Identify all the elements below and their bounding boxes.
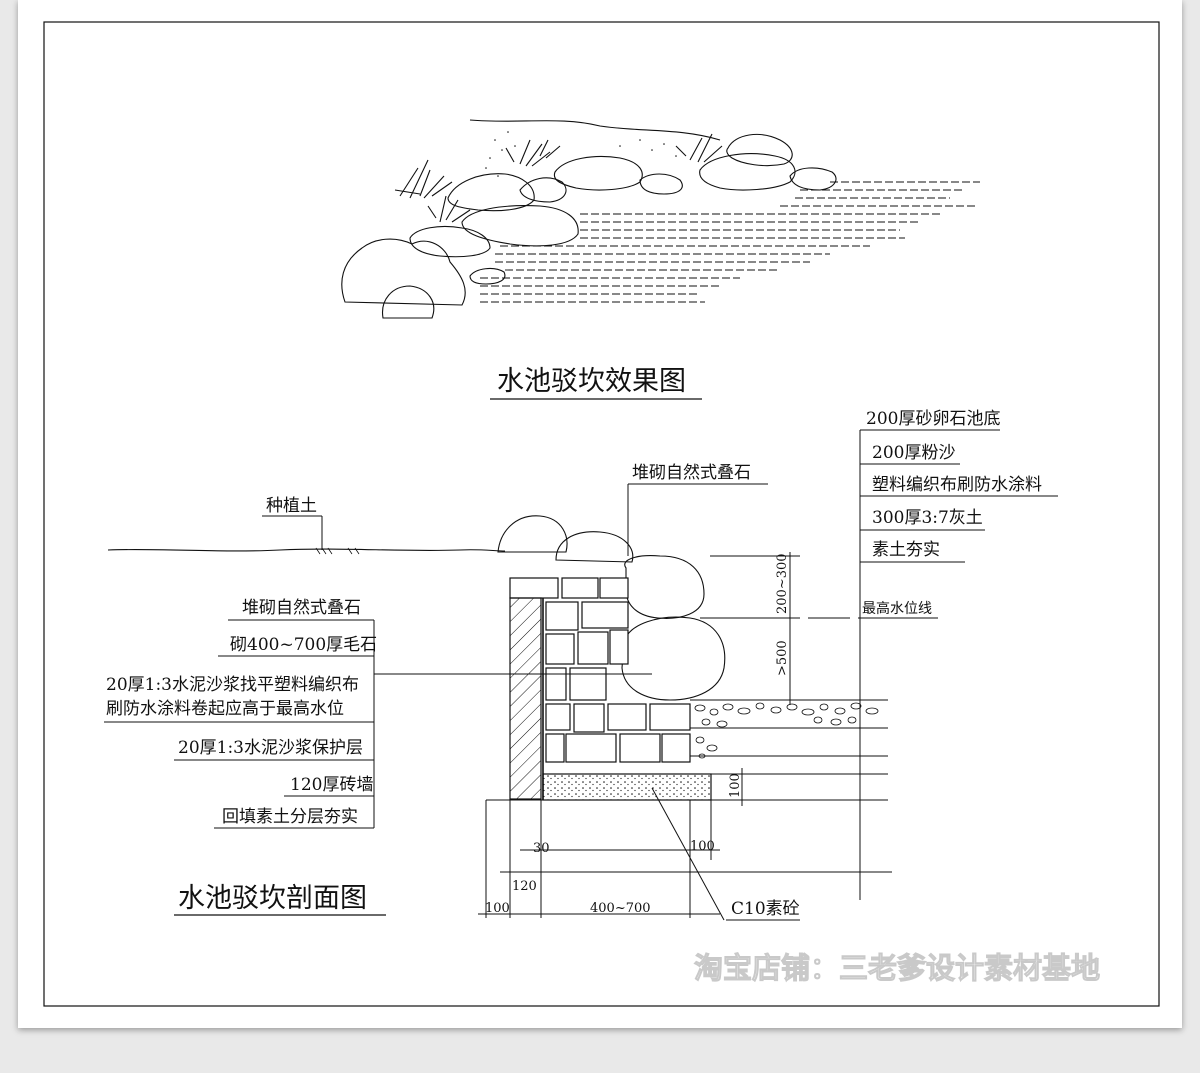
rock [341,238,466,306]
label-gravel: 200厚砂卵石池底 [866,409,1000,429]
rubble-masonry [545,601,691,763]
bank-stipple [485,131,677,177]
plant [505,139,551,167]
dim-120: 120 [512,879,537,894]
ground-line [107,548,506,552]
label-compacted: 素土夯实 [872,540,940,560]
rock [789,167,837,191]
brick-wall [509,597,542,800]
plant [427,195,471,223]
label-stacked-stone-top: 堆砌自然式叠石 [632,463,751,483]
vertical-dimensions [700,552,850,806]
dim-30: 30 [533,841,550,856]
rock [553,155,643,191]
gravel-layer [694,702,879,759]
horizontal-dimensions [478,800,892,918]
label-stacked-stone-left: 堆砌自然式叠石 [242,598,361,618]
rock [382,285,435,319]
plant [394,159,453,199]
rock [469,267,506,285]
dim-100-vertical: 100 [728,773,743,798]
rock [461,205,579,247]
cad-drawing: 水池驳坎效果图 [43,21,1160,1007]
dim-500: >500 [775,640,790,676]
drawing-sheet: 水池驳坎效果图 [18,0,1182,1028]
label-sand: 200厚粉沙 [872,443,955,463]
watermark: 淘宝店铺：三老爹设计素材基地 [694,951,1100,985]
rock [699,153,796,191]
label-leveling-1: 20厚1:3水泥沙浆找平塑料编织布 [106,675,359,695]
label-planting-soil: 种植土 [266,496,317,516]
leaders [321,484,725,921]
label-protect-layer: 20厚1:3水泥沙浆保护层 [178,738,363,758]
label-brick-wall: 120厚砖墙 [290,775,373,795]
dim-100-bottom: 100 [485,901,510,916]
plant [675,133,723,163]
label-membrane: 塑料编织布刷防水涂料 [872,475,1042,495]
label-leveling-2: 刷防水涂料卷起应高于最高水位 [106,699,344,719]
water-lines [480,181,980,303]
dim-200-300: 200~300 [775,553,790,614]
label-backfill: 回填素土分层夯实 [222,807,358,827]
rock [409,225,491,258]
label-concrete: C10素砼 [731,899,800,919]
effect-title: 水池驳坎效果图 [497,366,686,397]
dim-400-700: 400~700 [590,901,651,916]
dim-100-horizontal: 100 [690,839,715,854]
effect-sketch [341,119,837,319]
soil-ticks [315,547,360,555]
rock [519,177,567,203]
label-lime-soil: 300厚3:7灰土 [872,508,983,528]
layer-lines [486,430,888,900]
label-rubble: 砌400~700厚毛石 [230,635,377,655]
label-underlines [104,429,1058,921]
bank-line [469,119,721,141]
cap-stones [509,577,629,599]
rock [639,173,683,195]
concrete-base [542,773,712,801]
drawing-frame [43,21,1160,1007]
stacked-stones [497,515,726,701]
rock [726,133,793,167]
section-title: 水池驳坎剖面图 [178,883,367,914]
label-water-level: 最高水位线 [862,600,932,617]
plant [539,139,561,159]
